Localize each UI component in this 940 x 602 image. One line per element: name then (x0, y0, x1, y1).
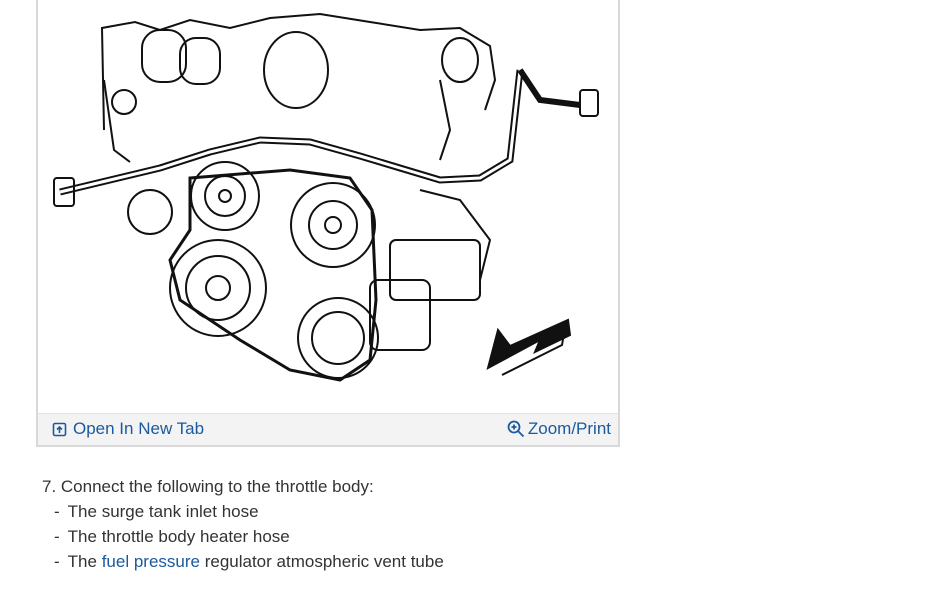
step-list: -The surge tank inlet hose -The throttle… (42, 499, 444, 574)
list-item-text: The surge tank inlet hose (67, 502, 259, 521)
zoom-in-icon (507, 420, 524, 438)
open-new-tab-icon (52, 422, 67, 436)
instruction-step: 7. Connect the following to the throttle… (42, 474, 444, 574)
list-item-suffix: regulator atmospheric vent tube (199, 552, 444, 571)
list-item: -The fuel pressure regulator atmospheric… (54, 552, 444, 571)
fuel-pressure-link[interactable]: fuel pressure (101, 552, 200, 571)
step-title: 7. Connect the following to the throttle… (42, 477, 374, 496)
figure-toolbar: Open In New Tab Zoom/Print (38, 413, 618, 445)
open-new-tab-label: Open In New Tab (73, 419, 205, 438)
zoom-print-label: Zoom/Print (527, 419, 611, 438)
engine-diagram (40, 0, 618, 414)
zoom-print-link[interactable]: Zoom/Print (507, 419, 611, 439)
open-new-tab-link[interactable]: Open In New Tab (52, 419, 204, 439)
diagram-figure: Open In New Tab Zoom/Print (36, 0, 620, 447)
list-item-prefix: The (67, 552, 102, 571)
list-item: -The surge tank inlet hose (54, 502, 259, 521)
list-item-text: The throttle body heater hose (67, 527, 290, 546)
list-item: -The throttle body heater hose (54, 527, 290, 546)
